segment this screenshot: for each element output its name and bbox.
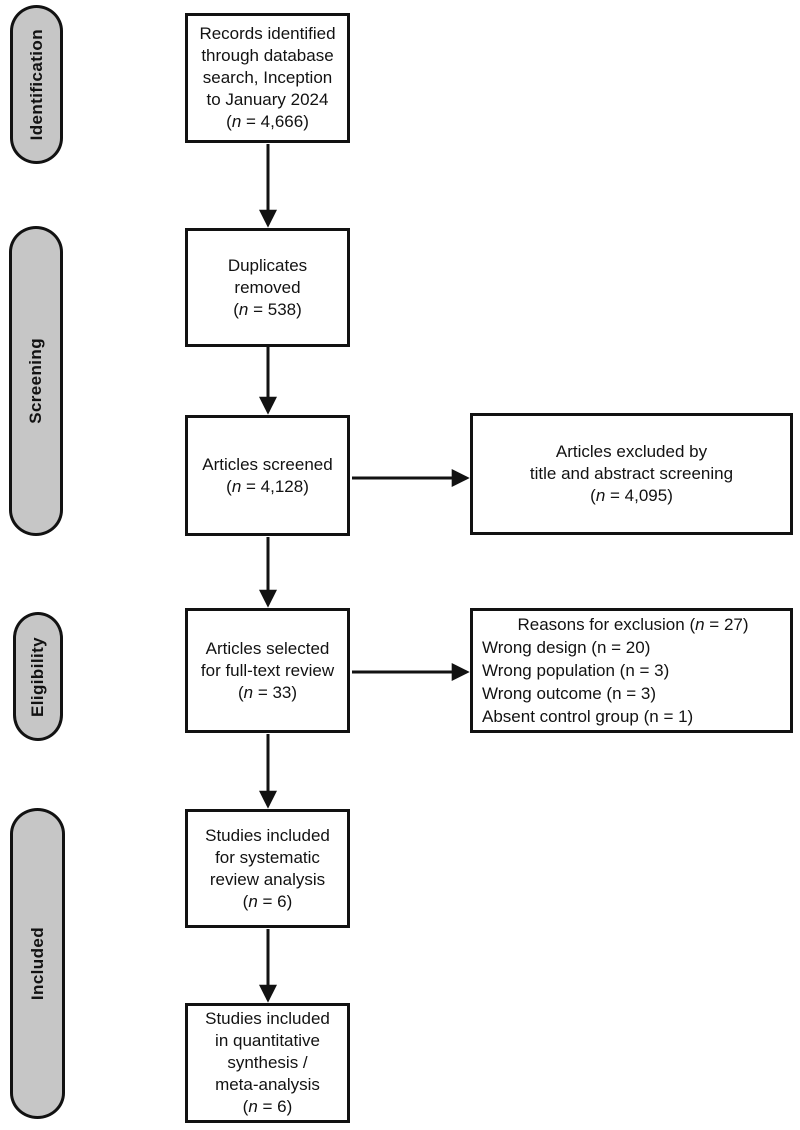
text-line: in quantitative xyxy=(215,1031,320,1050)
text-line: (n = 6) xyxy=(242,1097,293,1116)
box-meta-analysis-included-text: Studies included in quantitative synthesis… xyxy=(188,1008,347,1118)
text-line: Articles screened xyxy=(202,454,333,474)
box-articles-screened-text: Articles screened(n = 4,128) xyxy=(188,454,347,498)
text-line: title and abstract screening xyxy=(529,464,734,483)
text-line: (n = 4,128) xyxy=(226,476,309,496)
text-line: Studies included xyxy=(205,825,330,845)
stage-screening-label: Screening xyxy=(26,338,45,424)
text-line: Articles selected xyxy=(205,638,330,658)
box-meta-analysis-included: Studies included in quantitative synthesis… xyxy=(185,1003,350,1123)
text-line: for full-text review xyxy=(200,660,335,680)
box-exclusion-reasons-text: Reasons for exclusion (n = 27) Wrong desi… xyxy=(482,613,784,728)
text-line: Wrong outcome (n = 3) xyxy=(482,684,657,703)
text-line: removed xyxy=(234,277,301,297)
box-excluded-title-abstract-text: Articles excluded by title and abstract s… xyxy=(473,441,790,507)
text-line: to January 2024 xyxy=(206,90,329,109)
box-articles-screened: Articles screened(n = 4,128) xyxy=(185,415,350,536)
stage-identification-label: Identification xyxy=(26,28,46,141)
stage-identification: Identification xyxy=(10,5,63,164)
text-line: (n = 538) xyxy=(233,299,302,319)
box-records-identified-text: Records identified through database search… xyxy=(188,23,347,133)
text-line: through database xyxy=(201,46,334,65)
text-line: review analysis xyxy=(209,869,326,889)
box-records-identified: Records identified through database search… xyxy=(185,13,350,143)
stage-included-label: Included xyxy=(27,926,47,1001)
text-line: Studies included xyxy=(205,1009,330,1028)
text-line: Wrong population (n = 3) xyxy=(482,661,670,680)
text-line: meta-analysis xyxy=(215,1075,320,1094)
text-line: (n = 6) xyxy=(242,891,293,911)
text-line: Records identified xyxy=(199,24,336,43)
stage-eligibility-label: Eligibility xyxy=(28,636,47,717)
text-line: search, Inception xyxy=(202,68,333,87)
text-line: for systematic xyxy=(215,847,320,867)
text-line: synthesis / xyxy=(227,1053,308,1072)
stage-included: Included xyxy=(10,808,65,1119)
text-line: (n = 4,666) xyxy=(226,112,309,131)
text-line: (n = 33) xyxy=(237,682,298,702)
text-line: Duplicates xyxy=(227,255,308,275)
text-line: Wrong design (n = 20) xyxy=(482,638,651,657)
box-excluded-title-abstract: Articles excluded by title and abstract s… xyxy=(470,413,793,535)
text-line: Absent control group (n = 1) xyxy=(482,707,694,726)
text-line: (n = 4,095) xyxy=(590,486,673,505)
stage-eligibility: Eligibility xyxy=(13,612,63,741)
text-line: Articles excluded by xyxy=(555,442,708,461)
box-exclusion-reasons: Reasons for exclusion (n = 27) Wrong desi… xyxy=(470,608,793,733)
stage-screening: Screening xyxy=(9,226,63,536)
text-line: Reasons for exclusion (n = 27) xyxy=(517,615,749,634)
